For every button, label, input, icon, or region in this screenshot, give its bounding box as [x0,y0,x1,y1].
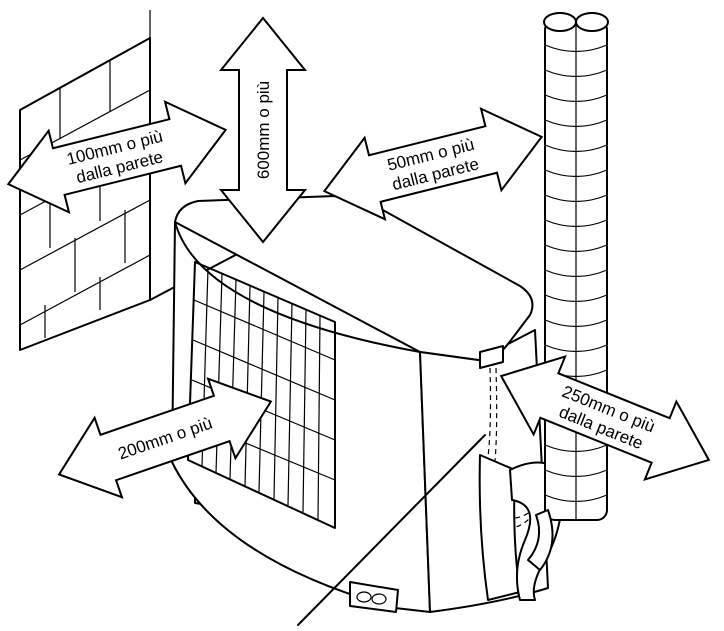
leader-line [297,434,486,626]
clearance-arrow-top: 600mm o più [218,16,308,244]
clearance-arrow-left: 100mm o più dalla parete [6,99,228,215]
clearance-arrow-right: 250mm o più dalla parete [499,355,711,481]
label-top: 600mm o più [254,81,273,179]
